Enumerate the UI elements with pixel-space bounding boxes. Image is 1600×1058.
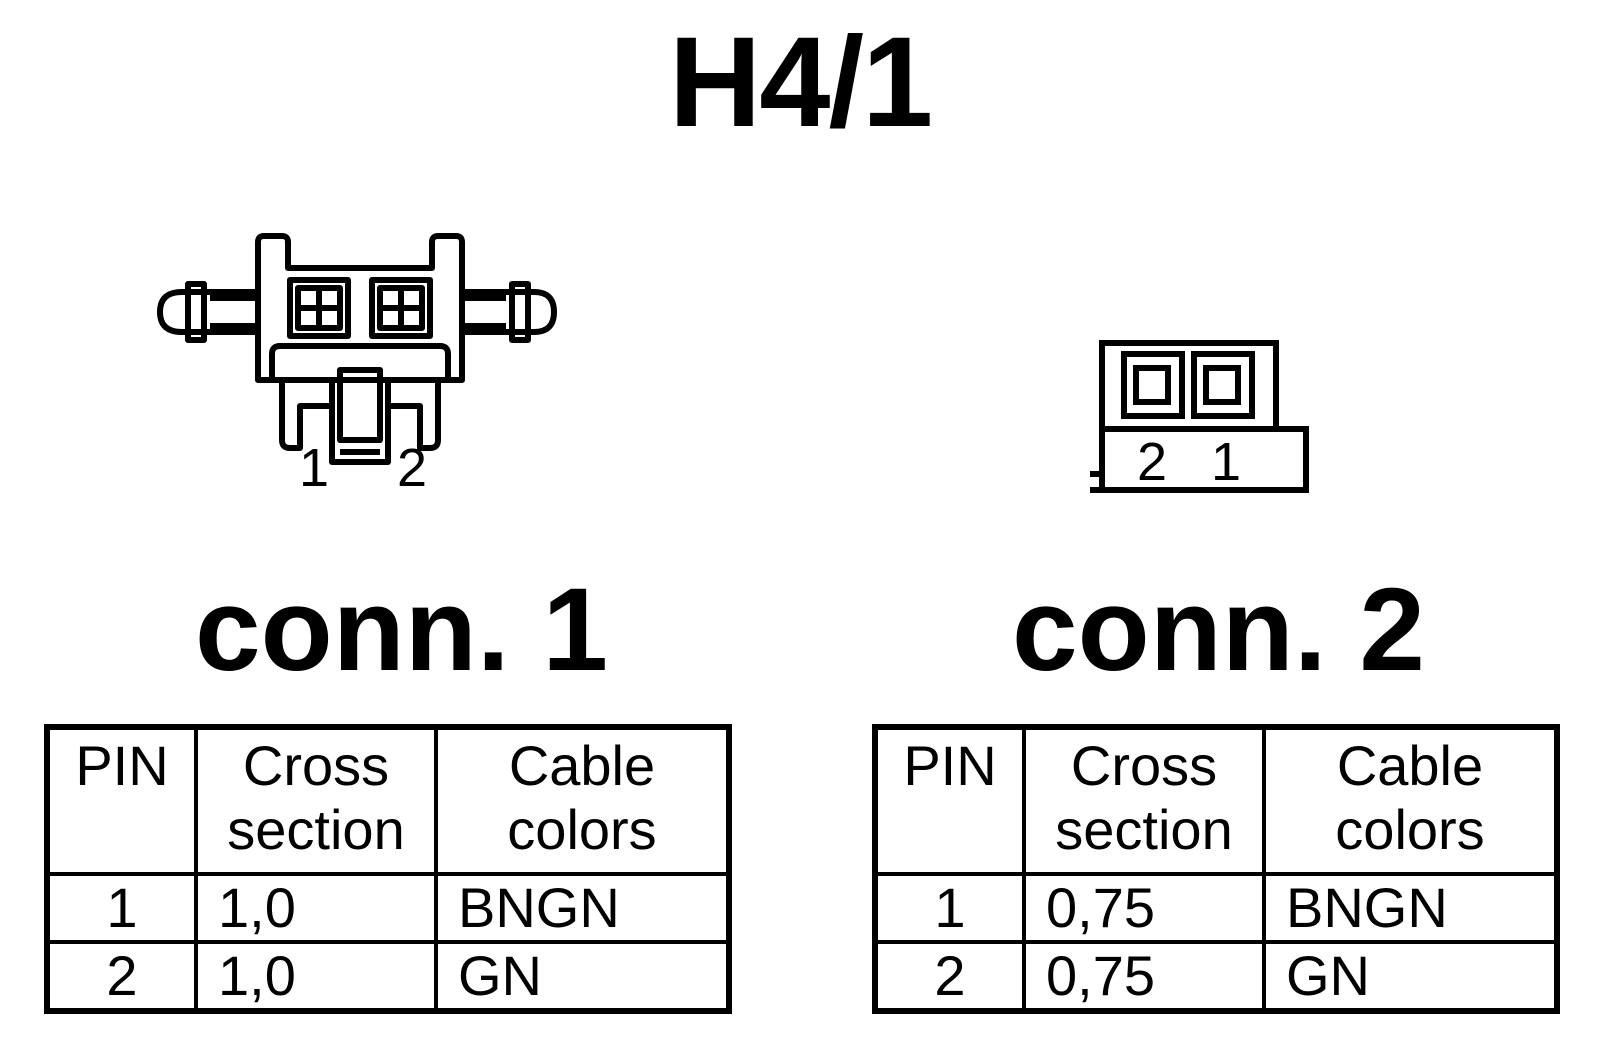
header-cable-colors: Cable colors bbox=[1262, 725, 1559, 876]
header-cable-colors: Cable colors bbox=[434, 725, 731, 876]
cross-section-cell: 0,75 bbox=[1022, 940, 1266, 1013]
connector-2-pin-1-label: 1 bbox=[1211, 432, 1241, 492]
page-title: H4/1 bbox=[668, 11, 933, 154]
cable-color-cell: BNGN bbox=[1262, 872, 1559, 944]
connector-2-pin-2-label: 2 bbox=[1137, 432, 1167, 492]
connector-2-drawing: 2 1 bbox=[1090, 340, 1309, 493]
table-row: 2 0,75 GN bbox=[873, 940, 1559, 1013]
header-cross-section: Cross section bbox=[194, 725, 438, 876]
pin-cell: 1 bbox=[45, 872, 198, 944]
pin-cell: 1 bbox=[873, 872, 1026, 944]
cable-color-cell: GN bbox=[1262, 940, 1559, 1013]
cable-color-cell: BNGN bbox=[434, 872, 731, 944]
table-header-row: PIN Cross section Cable colors bbox=[45, 725, 731, 876]
connector-1-pin-2-label: 2 bbox=[397, 438, 427, 495]
connector-1-drawing: 1 2 bbox=[157, 233, 557, 495]
connector-2-title: conn. 2 bbox=[1012, 564, 1426, 696]
connector-1-title: conn. 1 bbox=[195, 564, 609, 696]
header-pin: PIN bbox=[45, 725, 198, 876]
cross-section-cell: 0,75 bbox=[1022, 872, 1266, 944]
table-row: 1 0,75 BNGN bbox=[873, 872, 1559, 944]
cross-section-cell: 1,0 bbox=[194, 940, 438, 1013]
table-row: 1 1,0 BNGN bbox=[45, 872, 731, 944]
pin-cell: 2 bbox=[45, 940, 198, 1013]
header-pin: PIN bbox=[873, 725, 1026, 876]
table-row: 2 1,0 GN bbox=[45, 940, 731, 1013]
connector-2-pin-table: PIN Cross section Cable colors 1 0,75 BN… bbox=[872, 724, 1560, 1014]
cable-color-cell: GN bbox=[434, 940, 731, 1013]
cross-section-cell: 1,0 bbox=[194, 872, 438, 944]
connector-1-pin-1-label: 1 bbox=[299, 438, 329, 495]
table-header-row: PIN Cross section Cable colors bbox=[873, 725, 1559, 876]
pin-cell: 2 bbox=[873, 940, 1026, 1013]
connector-1-pin-table: PIN Cross section Cable colors 1 1,0 BNG… bbox=[44, 724, 732, 1014]
header-cross-section: Cross section bbox=[1022, 725, 1266, 876]
